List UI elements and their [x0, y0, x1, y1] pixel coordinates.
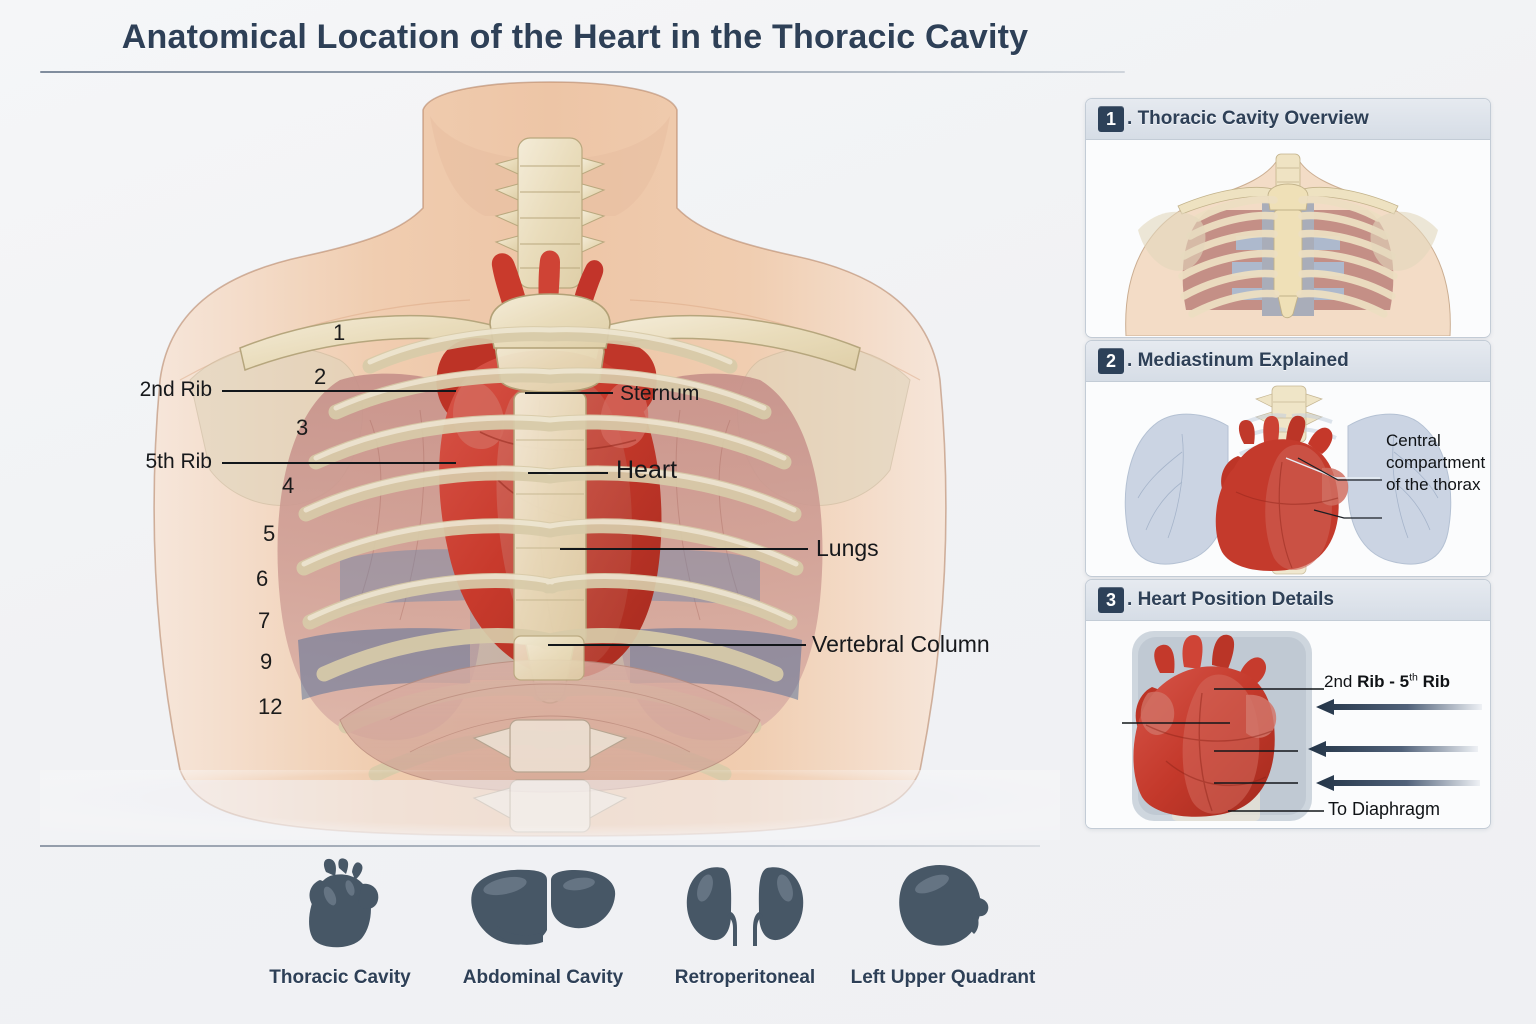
panel-1-separator: . [1127, 108, 1133, 129]
label-sternum: Sternum [620, 382, 700, 405]
panel-3-title: . Heart Position Details [1127, 589, 1334, 611]
panel-2-header: 2 . Mediastinum Explained [1086, 341, 1490, 382]
panel-2-title: . Mediastinum Explained [1127, 350, 1349, 372]
rib-number-3: 3 [296, 415, 309, 440]
annotation-line-2: compartment [1386, 452, 1486, 472]
panel-heart-position-details[interactable]: 3 . Heart Position Details [1085, 579, 1491, 829]
panel-2-badge: 2 [1098, 348, 1124, 374]
panel-3-badge: 3 [1098, 587, 1124, 613]
legend-label-retroperitoneal: Retroperitoneal [674, 967, 816, 988]
heart-shape [1215, 415, 1349, 571]
heart-between-lungs-diagram [1086, 382, 1490, 575]
leader-2nd-rib [222, 390, 456, 392]
rib-number-2: 2 [314, 364, 327, 389]
legend-item-abdominal-cavity[interactable]: Abdominal Cavity [438, 855, 648, 989]
panel-2-body: Central compartment of the thorax [1086, 382, 1490, 575]
rib-span-bold2: Rib [1417, 672, 1450, 691]
legend-item-retroperitoneal[interactable]: Retroperitoneal [640, 855, 850, 989]
rib-number-4: 4 [282, 473, 295, 498]
annotation-central-compartment: Central compartment of the thorax [1386, 430, 1485, 495]
annotation-line-3: of the thorax [1386, 474, 1481, 494]
leader-heart [528, 472, 608, 474]
panel-3-header: 3 . Heart Position Details [1086, 580, 1490, 621]
panel-1-body [1086, 140, 1490, 336]
rib-span-pre: 2nd [1324, 672, 1358, 691]
spleen-icon [838, 855, 1048, 950]
rib-span-dash: - [1384, 672, 1400, 691]
rib-number-7: 7 [258, 608, 271, 633]
rib-number-5: 5 [263, 521, 276, 546]
panel-3-title-text: Heart Position Details [1137, 589, 1334, 610]
panel-2-title-text: Mediastinum Explained [1137, 350, 1349, 371]
legend-divider [40, 845, 1040, 847]
rib-number-1: 1 [333, 320, 346, 345]
label-2nd-rib: 2nd Rib [139, 378, 212, 401]
heart-icon [235, 855, 445, 950]
leader-sternum [525, 392, 613, 394]
annotation-line-1: Central [1386, 431, 1441, 450]
panel-3-separator: . [1127, 589, 1133, 610]
liver-icon [438, 855, 648, 950]
page-title: Anatomical Location of the Heart in the … [121, 18, 1029, 56]
leader-5th-rib [222, 462, 456, 464]
label-vertebral-column: Vertebral Column [812, 631, 990, 657]
label-lungs: Lungs [816, 535, 879, 561]
panel-3-body: 2nd Rib - 5th Rib To Diaphragm [1086, 621, 1490, 827]
ribcage-lungs-sternum-diagram [1086, 140, 1490, 336]
rib-number-6: 6 [256, 566, 269, 591]
panel-1-title: . Thoracic Cavity Overview [1127, 108, 1369, 130]
legend-item-thoracic-cavity[interactable]: Thoracic Cavity [235, 855, 445, 989]
cervical-spine [494, 137, 606, 289]
pressure-arrows [1308, 699, 1482, 791]
title-divider [40, 71, 1125, 73]
rib-number-12: 12 [258, 694, 283, 719]
leader-vertebral-column [548, 644, 806, 646]
rib-span-num: 5 [1399, 672, 1410, 691]
legend-label-abdominal-cavity: Abdominal Cavity [462, 967, 624, 988]
isolated-heart-diagram [1086, 621, 1490, 827]
panel-1-header: 1 . Thoracic Cavity Overview [1086, 99, 1490, 140]
organ-legend: Thoracic Cavity Abdominal Cavit [40, 855, 1040, 1005]
label-5th-rib: 5th Rib [145, 450, 212, 473]
annotation-to-diaphragm: To Diaphragm [1328, 799, 1441, 819]
legend-item-left-upper-quadrant[interactable]: Left Upper Quadrant [838, 855, 1048, 989]
panel-1-title-text: Thoracic Cavity Overview [1137, 108, 1369, 129]
panel-mediastinum-explained[interactable]: 2 . Mediastinum Explained [1085, 340, 1491, 577]
kidneys-icon [640, 855, 850, 950]
legend-label-thoracic-cavity: Thoracic Cavity [269, 967, 411, 988]
leader-lungs [560, 548, 808, 550]
panel-thoracic-cavity-overview[interactable]: 1 . Thoracic Cavity Overview [1085, 98, 1491, 338]
annotation-rib-span: 2nd Rib - 5th Rib [1324, 671, 1450, 693]
panel-1-badge: 1 [1098, 106, 1124, 132]
panel-2-separator: . [1127, 350, 1133, 371]
legend-label-left-upper-quadrant: Left Upper Quadrant [850, 967, 1036, 988]
rib-span-bold1: Rib [1357, 672, 1385, 691]
rib-number-9: 9 [260, 649, 273, 674]
isolated-heart-shape [1133, 634, 1277, 817]
rib-span-sup: th [1409, 671, 1418, 684]
label-heart: Heart [616, 456, 678, 484]
main-anatomical-figure [40, 80, 1060, 840]
